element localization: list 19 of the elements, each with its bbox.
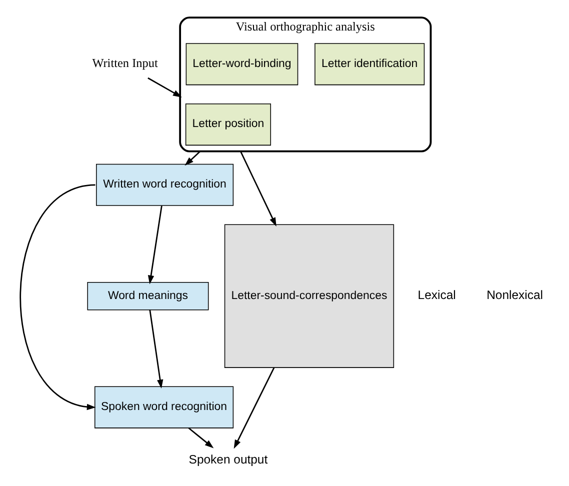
node-box: Letter identification	[314, 43, 424, 86]
node-text: Written Input	[92, 56, 158, 70]
arrow	[184, 150, 200, 166]
arrow	[19, 184, 96, 410]
arrow	[147, 206, 162, 284]
node-box: Written word recognition	[96, 164, 234, 206]
node-box: Word meanings	[86, 282, 208, 310]
node-box: Letter-sound-correspondences	[224, 224, 394, 368]
node-box: Spoken word recognition	[94, 386, 234, 428]
arrow	[239, 151, 276, 226]
arrow	[147, 77, 182, 98]
node-box: Letter-word-binding	[185, 43, 298, 86]
arrow	[188, 427, 214, 448]
arrow	[233, 367, 274, 449]
node-box: Letter position	[184, 104, 271, 146]
label: Lexical	[417, 288, 456, 302]
node-text: Spoken output	[188, 452, 268, 467]
arrow	[148, 310, 163, 389]
label: Nonlexical	[486, 288, 542, 302]
